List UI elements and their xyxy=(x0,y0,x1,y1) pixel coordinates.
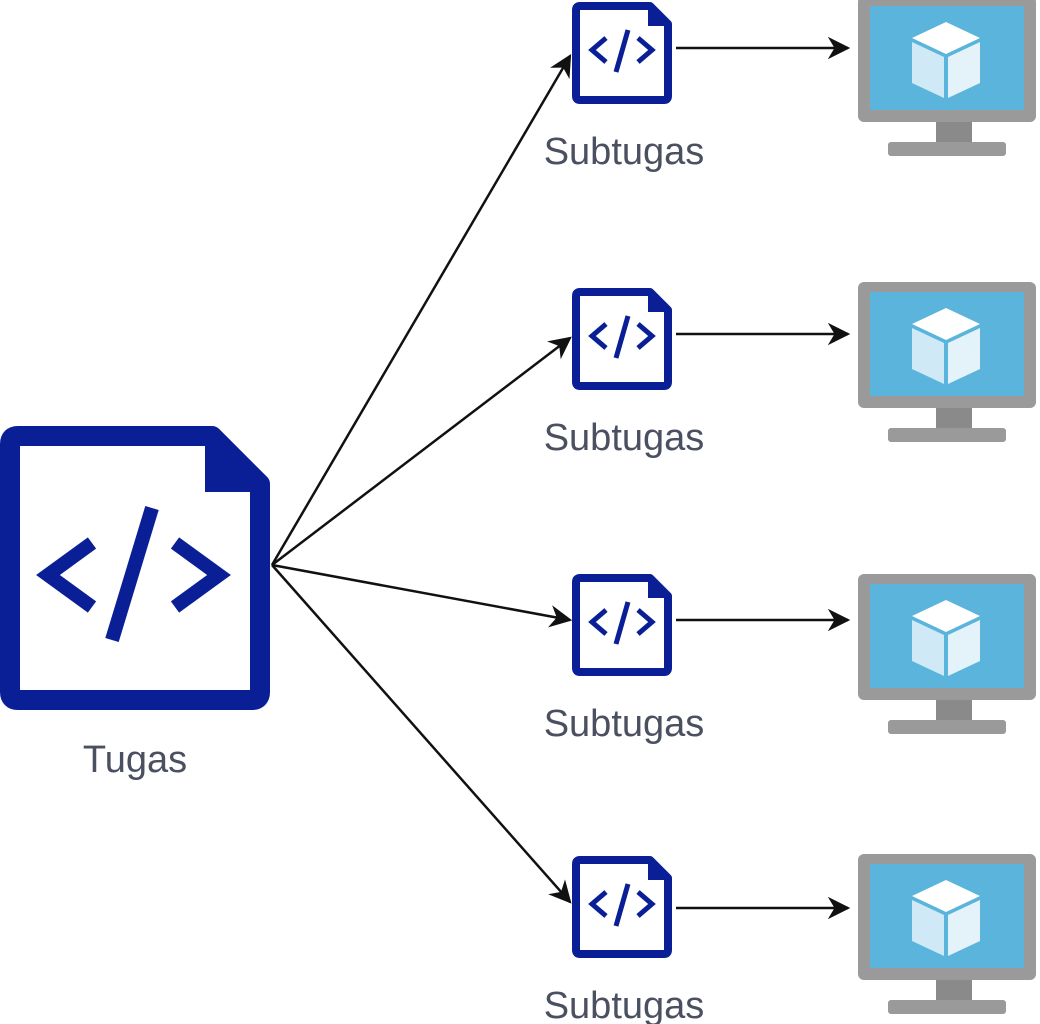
subtask-label: Subtugas xyxy=(544,131,705,173)
connector-to-subtask-2[interactable] xyxy=(271,336,572,566)
virtual-machine-icon[interactable] xyxy=(858,854,1036,1014)
connector-to-subtask-3[interactable] xyxy=(271,563,573,628)
code-file-icon xyxy=(572,2,672,104)
subtask-node[interactable]: Subtugas xyxy=(544,856,705,1024)
virtual-machine-icon[interactable] xyxy=(858,0,1036,156)
main-task-label: Tugas xyxy=(83,739,187,781)
subtask-label: Subtugas xyxy=(544,417,705,459)
subtask-label: Subtugas xyxy=(544,985,705,1024)
main-task-node[interactable]: Tugas xyxy=(0,426,270,781)
cube-icon xyxy=(912,22,980,98)
virtual-machine-icon[interactable] xyxy=(858,282,1036,442)
subtask-row-2: Subtugas xyxy=(544,282,1036,459)
subtask-node[interactable]: Subtugas xyxy=(544,574,705,745)
subtask-row-1: Subtugas xyxy=(544,0,1036,173)
code-file-icon xyxy=(572,288,672,390)
virtual-machine-icon[interactable] xyxy=(858,574,1036,734)
cube-icon xyxy=(912,880,980,956)
cube-icon xyxy=(912,308,980,384)
code-file-icon xyxy=(572,856,672,958)
connector-to-subtask-4[interactable] xyxy=(271,564,572,904)
fan-out-connectors xyxy=(270,54,573,904)
cube-icon xyxy=(912,600,980,676)
code-file-icon xyxy=(0,426,270,710)
subtask-rows: Subtugas xyxy=(544,0,1036,1024)
code-file-icon xyxy=(572,574,672,676)
subtask-row-3: Subtugas xyxy=(544,574,1036,745)
subtask-node[interactable]: Subtugas xyxy=(544,288,705,459)
connector-to-subtask-1[interactable] xyxy=(270,54,572,566)
subtask-node[interactable]: Subtugas xyxy=(544,2,705,173)
subtask-row-4: Subtugas xyxy=(544,854,1036,1024)
subtask-label: Subtugas xyxy=(544,703,705,745)
